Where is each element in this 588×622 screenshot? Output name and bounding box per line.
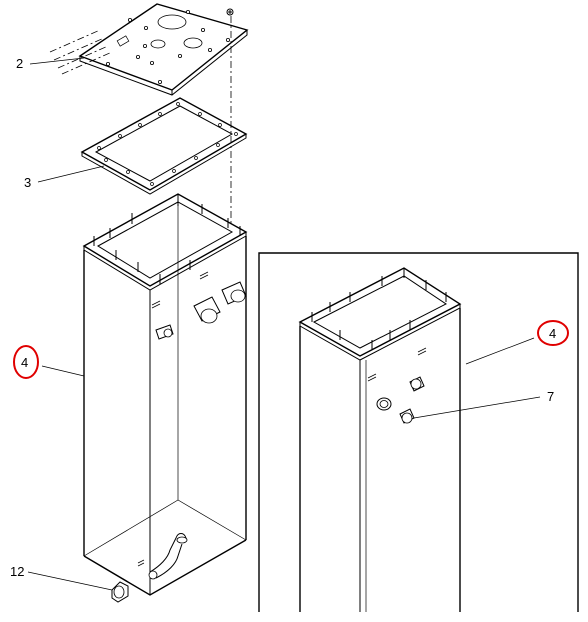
svg-text:4: 4 <box>549 326 556 341</box>
callout-7: 7 <box>547 389 554 404</box>
tank-detail <box>298 267 462 612</box>
leader-lines <box>27 57 541 591</box>
callout-2: 2 <box>16 56 23 71</box>
callout-4-detail: 4 <box>537 320 569 346</box>
plug <box>111 581 129 603</box>
callout-12: 12 <box>10 564 24 579</box>
gasket <box>80 97 248 195</box>
callout-4-main: 4 <box>13 345 39 379</box>
svg-text:4: 4 <box>21 355 28 370</box>
cover-plate <box>49 3 249 96</box>
tank-main <box>82 193 248 596</box>
callout-3: 3 <box>24 175 31 190</box>
detail-view-box <box>258 252 579 612</box>
